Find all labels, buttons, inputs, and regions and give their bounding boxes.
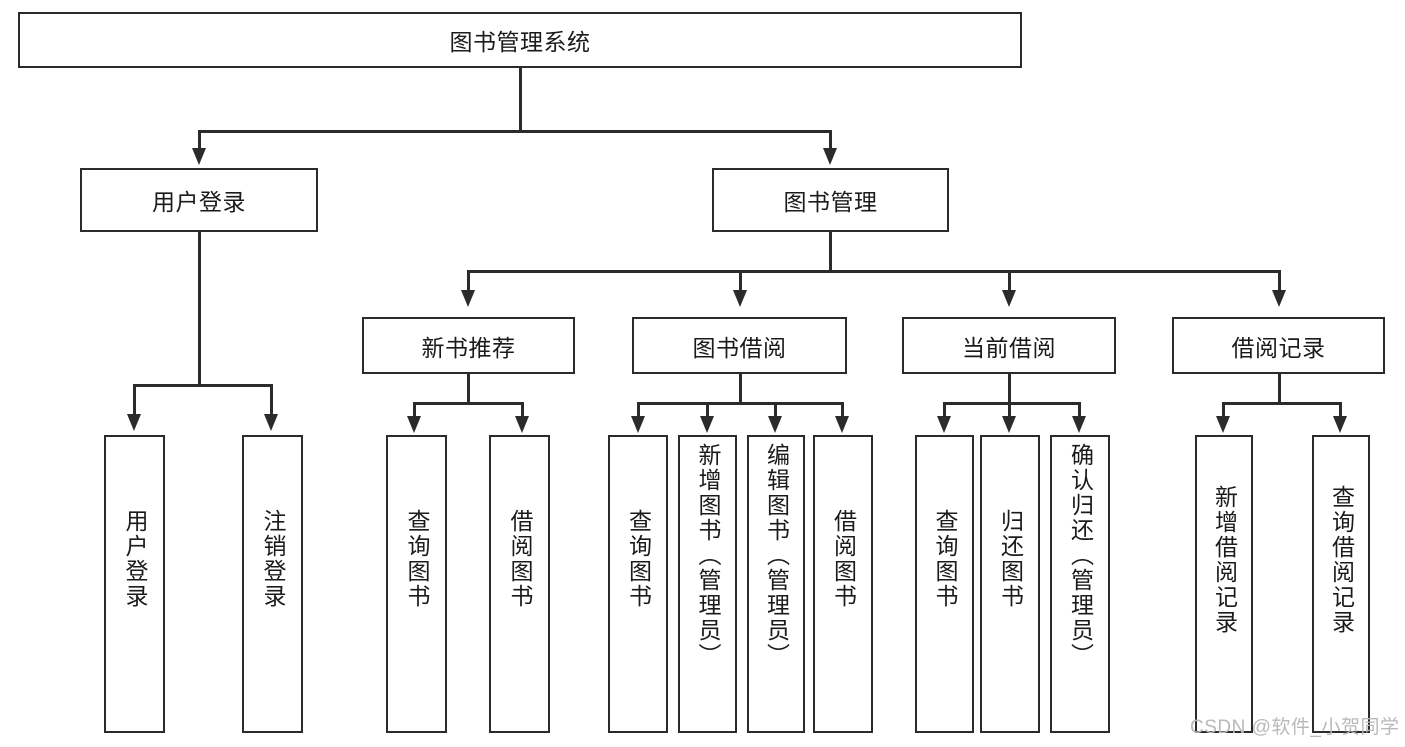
connector-bm-leg-1 bbox=[467, 270, 470, 292]
arrowhead-bm-to-current-borrow bbox=[1002, 290, 1016, 307]
arrowhead-bm-to-book-borrow bbox=[733, 290, 747, 307]
connector-current-borrow-stem bbox=[1008, 374, 1011, 402]
connector-new-book-leg-1 bbox=[413, 402, 416, 418]
node-book-borrow[interactable]: 图书借阅 bbox=[632, 317, 847, 374]
arrowhead-bb-leaf-4 bbox=[835, 416, 849, 433]
connector-bm-leg-4 bbox=[1278, 270, 1281, 292]
connector-cb-leg-1 bbox=[943, 402, 946, 418]
leaf-borrow-record-add-record[interactable]: 新增借阅记录 bbox=[1195, 435, 1253, 733]
connector-bb-leg-4 bbox=[841, 402, 844, 418]
leaf-new-book-borrow-book[interactable]: 借阅图书 bbox=[489, 435, 550, 733]
arrowhead-br-leaf-2 bbox=[1333, 416, 1347, 433]
node-user-login[interactable]: 用户登录 bbox=[80, 168, 318, 232]
connector-bb-leg-3 bbox=[774, 402, 777, 418]
leaf-user-login-login[interactable]: 用户登录 bbox=[104, 435, 165, 733]
connector-borrow-record-bus bbox=[1222, 402, 1341, 405]
leaf-book-borrow-edit-book-admin[interactable]: 编辑图书（管理员） bbox=[747, 435, 805, 733]
node-book-management[interactable]: 图书管理 bbox=[712, 168, 949, 232]
connector-book-borrow-stem bbox=[739, 374, 742, 402]
arrowhead-new-book-leaf-1 bbox=[407, 416, 421, 433]
arrowhead-bb-leaf-2 bbox=[700, 416, 714, 433]
leaf-book-borrow-add-book-admin[interactable]: 新增图书（管理员） bbox=[678, 435, 737, 733]
arrowhead-cb-leaf-3 bbox=[1072, 416, 1086, 433]
node-root-book-management-system[interactable]: 图书管理系统 bbox=[18, 12, 1022, 68]
arrowhead-br-leaf-1 bbox=[1216, 416, 1230, 433]
leaf-book-borrow-query-book[interactable]: 查询图书 bbox=[608, 435, 668, 733]
arrowhead-user-login-leaf-1 bbox=[127, 414, 141, 431]
arrowhead-root-to-book-management bbox=[823, 148, 837, 165]
connector-book-management-stem bbox=[829, 232, 832, 270]
node-label: 借阅图书 bbox=[507, 509, 533, 609]
leaf-current-borrow-query-book[interactable]: 查询图书 bbox=[915, 435, 974, 733]
connector-user-login-leg-1 bbox=[133, 384, 136, 416]
connector-bm-leg-3 bbox=[1008, 270, 1011, 292]
connector-book-borrow-bus bbox=[637, 402, 843, 405]
node-label: 当前借阅 bbox=[962, 334, 1056, 361]
arrowhead-cb-leaf-2 bbox=[1002, 416, 1016, 433]
arrowhead-root-to-user-login bbox=[192, 148, 206, 165]
node-label: 新书推荐 bbox=[421, 334, 516, 361]
node-label: 查询借阅记录 bbox=[1328, 485, 1355, 635]
connector-br-leg-2 bbox=[1339, 402, 1342, 418]
connector-new-book-stem bbox=[467, 374, 470, 402]
leaf-current-borrow-confirm-return-admin[interactable]: 确认归还（管理员） bbox=[1050, 435, 1110, 733]
connector-book-management-bus bbox=[467, 270, 1281, 273]
node-label: 新增图书（管理员） bbox=[695, 443, 721, 668]
node-label: 图书借阅 bbox=[692, 334, 787, 361]
node-label: 注销登录 bbox=[260, 509, 286, 609]
connector-root-to-user-login bbox=[198, 130, 201, 151]
arrowhead-cb-leaf-1 bbox=[937, 416, 951, 433]
arrowhead-user-login-leaf-2 bbox=[264, 414, 278, 431]
node-label: 图书管理系统 bbox=[449, 29, 591, 55]
node-borrow-record[interactable]: 借阅记录 bbox=[1172, 317, 1385, 374]
node-label: 查询图书 bbox=[932, 509, 958, 609]
connector-cb-leg-2 bbox=[1008, 402, 1011, 418]
connector-user-login-stem bbox=[198, 232, 201, 384]
arrowhead-bb-leaf-3 bbox=[768, 416, 782, 433]
connector-new-book-bus bbox=[413, 402, 524, 405]
connector-cb-leg-3 bbox=[1078, 402, 1081, 418]
node-label: 图书管理 bbox=[783, 189, 878, 215]
connector-br-leg-1 bbox=[1222, 402, 1225, 418]
node-label: 归还图书 bbox=[997, 509, 1024, 609]
connector-new-book-leg-2 bbox=[521, 402, 524, 418]
node-label: 用户登录 bbox=[152, 189, 246, 215]
watermark-text: CSDN @软件_小贺同学 bbox=[1190, 717, 1400, 738]
node-current-borrow[interactable]: 当前借阅 bbox=[902, 317, 1116, 374]
connector-user-login-bus bbox=[133, 384, 272, 387]
connector-borrow-record-stem bbox=[1278, 374, 1281, 402]
connector-bb-leg-1 bbox=[637, 402, 640, 418]
connector-root-bus bbox=[198, 130, 831, 133]
leaf-user-login-logout[interactable]: 注销登录 bbox=[242, 435, 303, 733]
leaf-book-borrow-borrow-book[interactable]: 借阅图书 bbox=[813, 435, 873, 733]
leaf-borrow-record-query-record[interactable]: 查询借阅记录 bbox=[1312, 435, 1370, 733]
leaf-new-book-query-book[interactable]: 查询图书 bbox=[386, 435, 447, 733]
connector-bb-leg-2 bbox=[706, 402, 709, 418]
connector-root-stem bbox=[519, 68, 522, 130]
node-new-book-recommend[interactable]: 新书推荐 bbox=[362, 317, 575, 374]
arrowhead-bb-leaf-1 bbox=[631, 416, 645, 433]
arrowhead-new-book-leaf-2 bbox=[515, 416, 529, 433]
node-label: 确认归还（管理员） bbox=[1067, 443, 1094, 668]
node-label: 借阅记录 bbox=[1231, 334, 1326, 361]
arrowhead-bm-to-new-book bbox=[461, 290, 475, 307]
connector-current-borrow-bus bbox=[943, 402, 1081, 405]
node-label: 借阅图书 bbox=[830, 509, 857, 609]
connector-root-to-book-management bbox=[829, 130, 832, 151]
node-label: 编辑图书（管理员） bbox=[763, 443, 790, 668]
node-label: 查询图书 bbox=[404, 509, 430, 609]
connector-user-login-leg-2 bbox=[270, 384, 273, 416]
leaf-current-borrow-return-book[interactable]: 归还图书 bbox=[980, 435, 1040, 733]
connector-bm-leg-2 bbox=[739, 270, 742, 292]
node-label: 查询图书 bbox=[625, 509, 652, 609]
node-label: 新增借阅记录 bbox=[1211, 485, 1238, 635]
node-label: 用户登录 bbox=[122, 509, 148, 609]
arrowhead-bm-to-borrow-record bbox=[1272, 290, 1286, 307]
